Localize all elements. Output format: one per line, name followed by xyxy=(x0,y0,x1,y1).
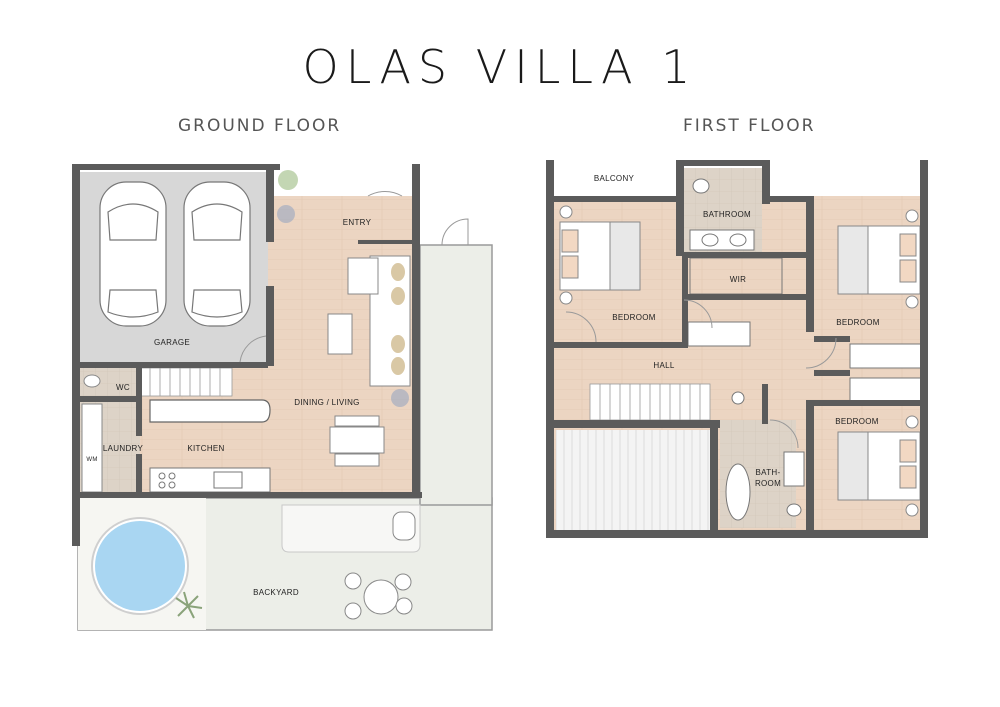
room-label-garage: GARAGE xyxy=(154,338,190,347)
car-icon xyxy=(99,181,167,327)
room-label-bedroom-right-top: BEDROOM xyxy=(836,318,879,327)
room-label-bedroom-right-bottom: BEDROOM xyxy=(835,417,878,426)
kitchen-island xyxy=(149,399,271,423)
pool-icon xyxy=(95,521,185,611)
plan-title: OLAS VILLA 1 xyxy=(302,40,698,94)
car-icon xyxy=(183,181,251,327)
shower-icon xyxy=(731,391,745,405)
room-label-laundry: LAUNDRY xyxy=(103,444,144,453)
room-label-bathroom-2-line2: ROOM xyxy=(755,479,781,488)
first-floor-heading: FIRST FLOOR xyxy=(683,116,816,136)
stove-icon xyxy=(158,472,176,489)
basin-icon xyxy=(701,233,719,247)
room-label-hall: HALL xyxy=(653,361,674,370)
palm-plant-icon xyxy=(175,591,203,619)
room-label-wc: WC xyxy=(116,383,130,392)
plant-icon xyxy=(277,205,295,223)
door-swings xyxy=(239,190,469,363)
dining-table-icon xyxy=(329,415,385,467)
walk-in-robe xyxy=(689,257,783,295)
room-label-dining-living: DINING / LIVING xyxy=(294,398,359,407)
room-label-bedroom-left: BEDROOM xyxy=(612,313,655,322)
room-label-bathroom-2-line1: BATH- xyxy=(756,468,781,477)
room-label-wir: WIR xyxy=(730,275,746,284)
toilet-icon xyxy=(692,178,710,194)
side-yard xyxy=(419,244,493,506)
room-label-balcony: BALCONY xyxy=(594,174,635,183)
first-floor-stairs xyxy=(589,383,711,421)
bed-icon xyxy=(837,431,921,501)
bathtub-icon xyxy=(725,463,751,521)
toilet-icon xyxy=(786,503,802,517)
nightstand-icons xyxy=(559,205,919,517)
door-swings-first xyxy=(565,299,837,449)
armchair-icon xyxy=(347,257,379,295)
plant-icon xyxy=(391,389,409,407)
room-label-bathroom: BATHROOM xyxy=(703,210,751,219)
balcony-floor xyxy=(556,166,674,196)
room-label-kitchen: KITCHEN xyxy=(187,444,224,453)
bed-icon xyxy=(559,221,641,291)
patio xyxy=(281,504,421,553)
room-label-backyard: BACKYARD xyxy=(253,588,299,597)
kitchen-counter xyxy=(149,467,271,493)
lounge-chair-icon xyxy=(392,511,416,541)
ground-floor-plan: GARAGE ENTRY WC LAUNDRY WM KITCHEN DININ… xyxy=(72,164,493,631)
ground-walls xyxy=(72,164,422,546)
first-floor-walls xyxy=(546,160,928,538)
label-washing-machine: WM xyxy=(86,457,97,463)
basin-icon xyxy=(729,233,747,247)
sink-icon xyxy=(213,471,243,489)
shrub-icon xyxy=(278,170,298,190)
ground-floor-heading: GROUND FLOOR xyxy=(178,116,342,136)
toilet-icon xyxy=(83,374,101,388)
first-floor-plan: BALCONY BATHROOM WIR BEDROOM BEDROOM HAL… xyxy=(546,160,928,538)
coffee-table-icon xyxy=(327,313,353,355)
bathroom-sink-icon xyxy=(783,451,805,487)
room-label-entry: ENTRY xyxy=(343,218,372,227)
bed-icon xyxy=(837,225,921,295)
void-area xyxy=(556,430,710,530)
laundry-counter xyxy=(81,403,103,493)
round-table-icon xyxy=(344,572,413,620)
ground-stairs xyxy=(139,367,233,397)
